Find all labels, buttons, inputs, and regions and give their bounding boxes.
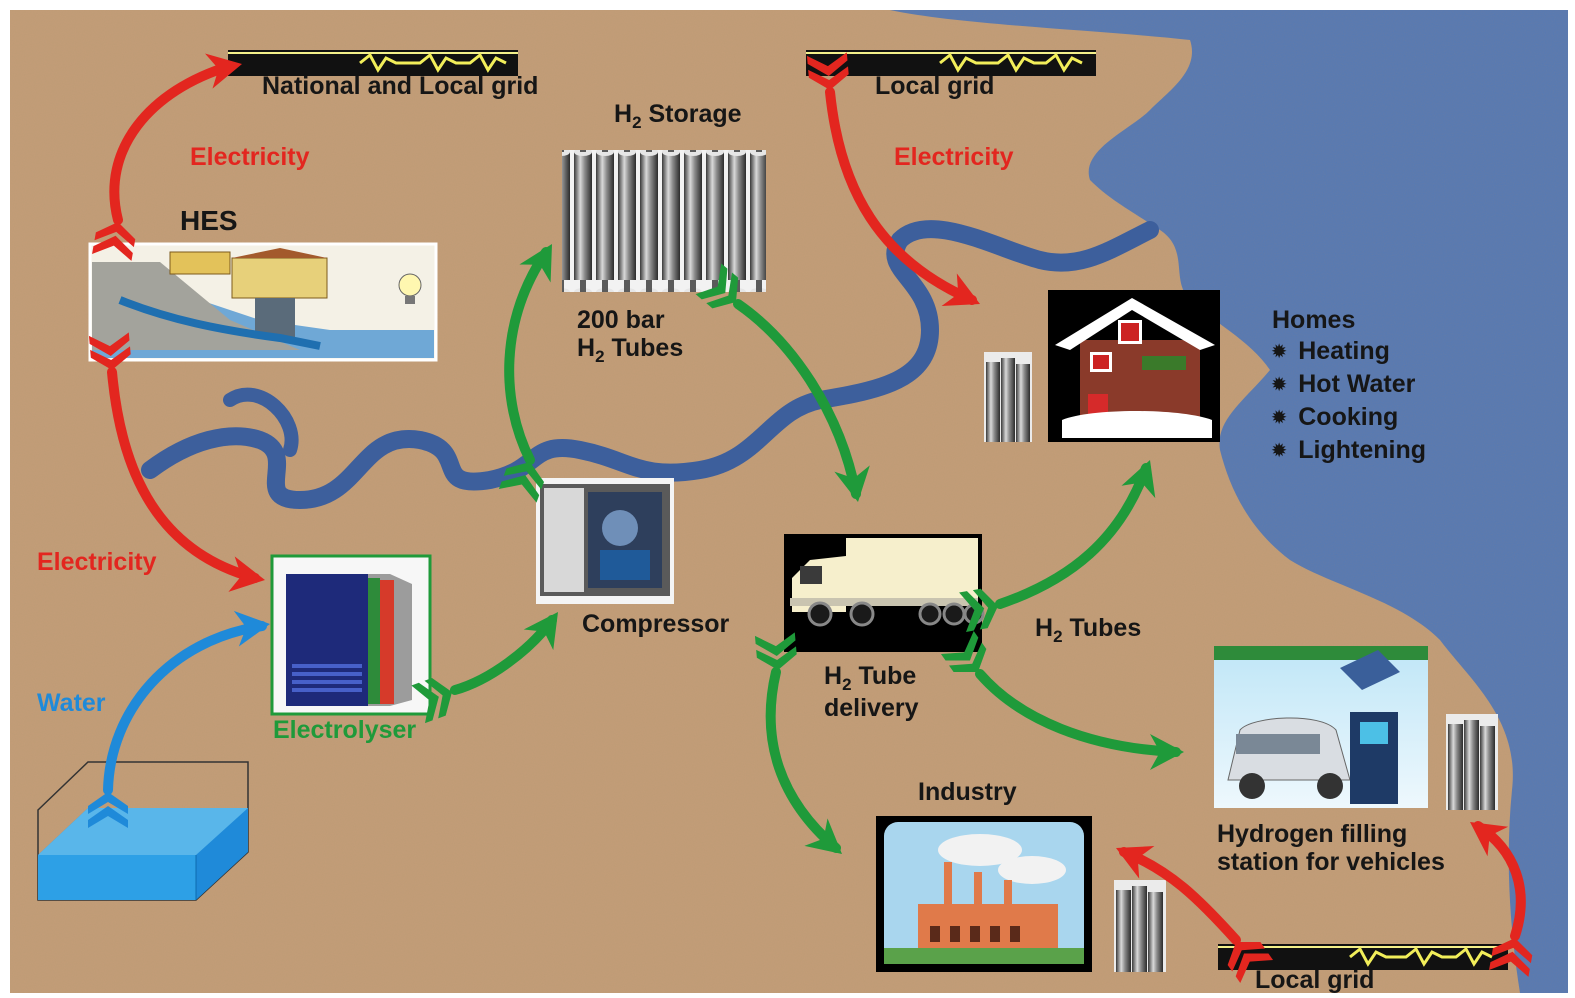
homes-use-item: Hot Water: [1272, 369, 1426, 402]
homes-label: Homes: [1272, 306, 1356, 334]
industry-label: Industry: [918, 778, 1017, 806]
h2-tubes-label: H2 Tubes: [1035, 614, 1142, 646]
electricity-arrow-tail: [94, 222, 136, 248]
hydrogen-arrow-tail: [695, 263, 728, 300]
hydrogen-arrow-tail: [948, 642, 987, 673]
electricity-arrow-shaft: [1119, 847, 1241, 945]
hydrogen-arrow-shaft: [995, 463, 1151, 609]
electricity-label: Electricity: [894, 143, 1014, 171]
hydrogen-arrow-tail: [756, 646, 797, 670]
hydrogen-arrow-shaft: [765, 667, 841, 853]
hydrogen-arrow-head: [1121, 460, 1156, 499]
river: [141, 220, 1159, 510]
electricity-arrow-head: [1470, 822, 1509, 857]
electricity-label: Electricity: [37, 548, 157, 576]
local-grid-bottom-label: Local grid: [1255, 966, 1375, 994]
electricity-arrow-shaft: [109, 61, 235, 225]
electricity-arrow-head: [205, 53, 242, 89]
hydrogen-arrow-tail: [411, 682, 439, 724]
compressor-icon: [536, 478, 674, 604]
hydrogen-arrow-head: [804, 818, 842, 854]
electricity-arrow-shaft: [107, 367, 260, 583]
water-arrow-tail: [88, 806, 128, 828]
hydrogen-arrow-head: [834, 465, 870, 502]
power-line-icon: [228, 50, 518, 76]
hydrogen-arrow-shaft: [733, 299, 861, 499]
electricity-arrow-tail: [1491, 938, 1533, 964]
compressor-label: Compressor: [582, 610, 730, 638]
water-arrow-shaft: [103, 621, 267, 795]
national-local-grid-label: National and Local grid: [262, 72, 539, 100]
fuel-station-icon: [1214, 646, 1428, 808]
hydrogen-arrow-shaft: [975, 669, 1181, 757]
electricity-arrow-tail: [1489, 951, 1530, 977]
factory-icon: [876, 816, 1092, 972]
hes-label: HES: [180, 205, 238, 236]
electrolyser-label: Electrolyser: [273, 716, 417, 744]
electricity-arrow: [92, 53, 242, 261]
electricity-label: Electricity: [190, 143, 310, 171]
hydrogen-arrow-tail: [503, 462, 545, 490]
electricity-arrow-head: [228, 556, 265, 592]
electricity-arrow-tail: [806, 52, 848, 77]
hydrogen-arrow-head: [519, 244, 552, 283]
gas-cylinders-icon: [1114, 880, 1166, 972]
hydrogen-arrow-shaft: [504, 247, 551, 465]
hydrogen-arrow: [754, 632, 842, 854]
electricity-arrow: [1470, 821, 1533, 977]
electrolyser-icon: [270, 554, 432, 716]
electricity-arrow-tail: [1235, 953, 1274, 983]
homes-use-item: Lightening: [1272, 435, 1426, 468]
electricity-arrow: [806, 52, 980, 306]
electricity-arrow-head: [941, 273, 980, 306]
house-icon: [1048, 290, 1220, 442]
hydrogen-arrow-tail: [940, 631, 979, 661]
hydrogen-arrow-head: [523, 612, 558, 651]
gas-cylinders-icon: [562, 150, 766, 292]
homes-uses-list: Heating Hot Water Cooking Lightening: [1272, 336, 1426, 468]
hydrogen-arrow: [959, 460, 1156, 632]
water-arrow-tail: [88, 792, 128, 814]
hydrogen-arrow-tail: [706, 272, 739, 309]
electricity-arrow-tail: [90, 346, 131, 370]
homes-use-item: Cooking: [1272, 402, 1426, 435]
hydrogen-arrow: [940, 631, 1184, 770]
gas-cylinders-icon: [984, 352, 1032, 442]
electricity-arrow-tail: [808, 66, 849, 90]
hydrogen-arrow-tail: [959, 591, 985, 632]
hydrogen-arrow-tail: [972, 588, 998, 630]
electricity-arrow: [88, 332, 265, 592]
hydrogen-arrow-tail: [498, 475, 540, 503]
power-line-icon: [806, 50, 1096, 76]
h2-storage-label: H2 Storage: [614, 100, 742, 132]
truck-icon: [784, 534, 985, 652]
hydrogen-arrow: [695, 263, 870, 502]
electricity-arrow-tail: [1227, 941, 1266, 972]
hydrogen-arrow-head: [1150, 734, 1184, 770]
water-arrow-head: [233, 610, 270, 647]
electricity-arrow: [1116, 846, 1274, 983]
hydrogen-arrow-tail: [754, 632, 796, 657]
hydrogen-arrow-tail: [424, 677, 452, 719]
electricity-arrow-head: [1116, 846, 1155, 879]
hydrogen-arrow: [498, 244, 552, 503]
hydrogen-arrow: [411, 612, 558, 724]
homes-use-item: Heating: [1272, 336, 1426, 369]
water-label: Water: [37, 689, 106, 717]
electricity-arrow-tail: [92, 235, 133, 261]
electricity-arrow-tail: [88, 332, 130, 357]
hydro-plant-icon: [88, 242, 438, 362]
electricity-arrow-shaft: [825, 87, 977, 305]
water-arrow: [88, 610, 270, 828]
gas-cylinders-icon: [1446, 714, 1498, 810]
local-grid-top-label: Local grid: [875, 72, 995, 100]
